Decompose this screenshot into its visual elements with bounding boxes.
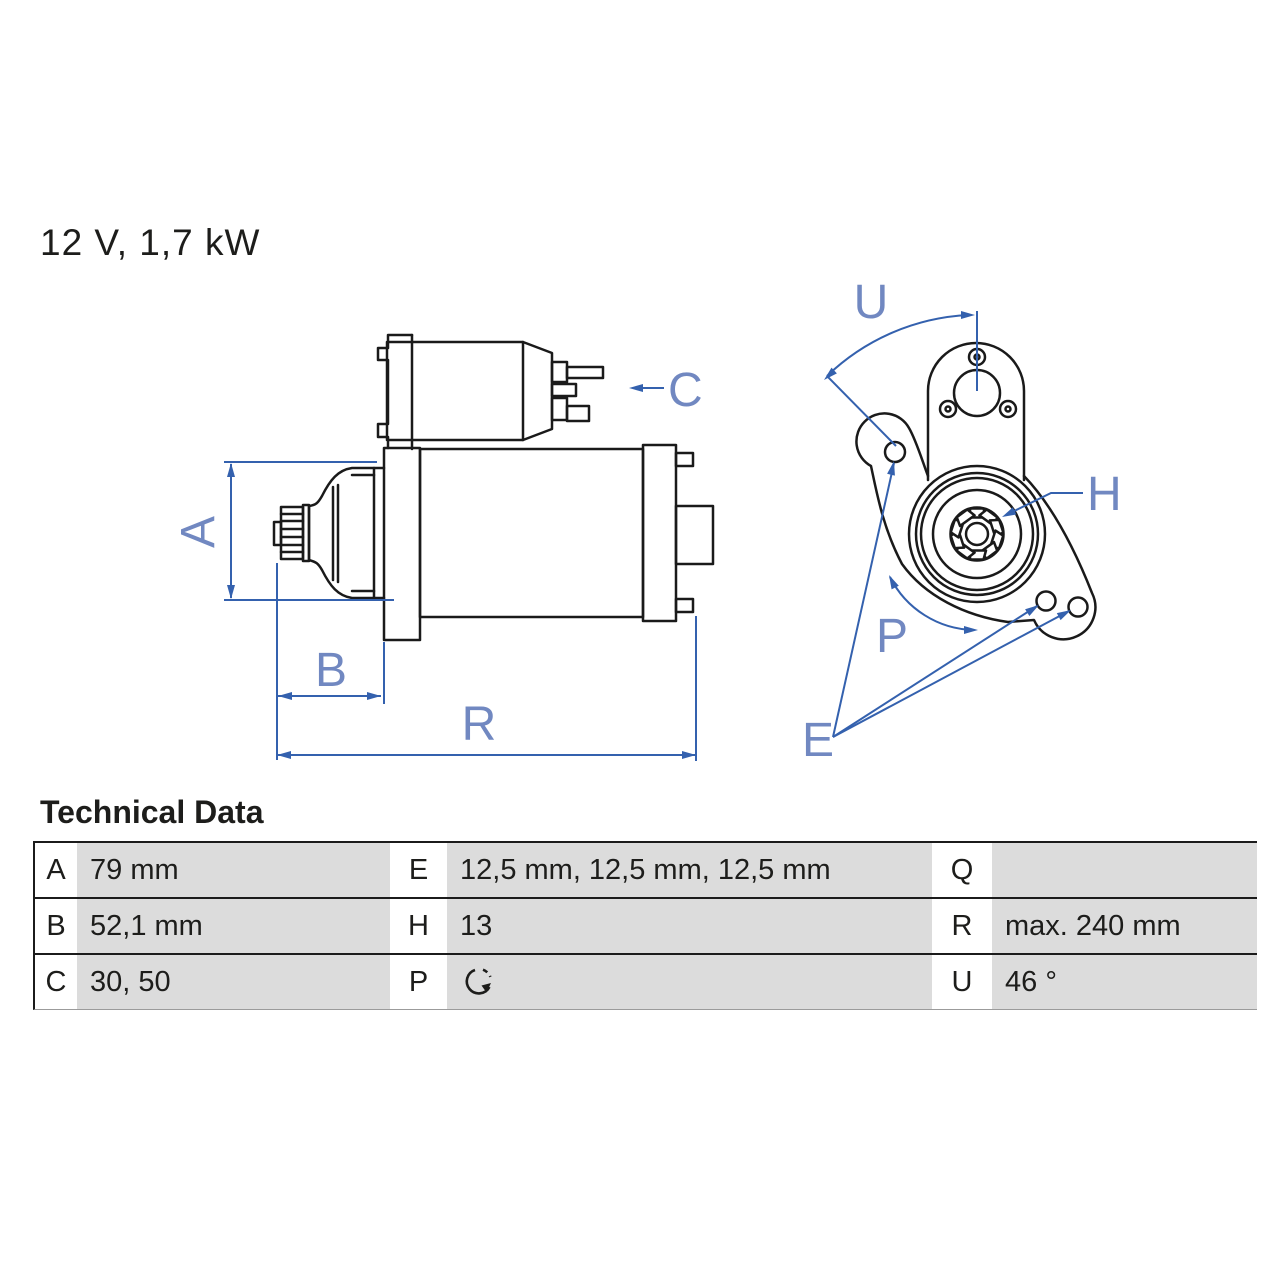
table-row: A 79 mm E 12,5 mm, 12,5 mm, 12,5 mm Q (35, 841, 1257, 897)
dimension-p: P (876, 575, 978, 663)
dimension-r: R (277, 616, 697, 761)
dimension-c: C (629, 364, 703, 417)
motor-body (418, 443, 715, 623)
table-key-r: R (932, 899, 992, 953)
rotation-direction-icon (465, 968, 492, 995)
technical-data-heading: Technical Data (40, 794, 264, 830)
page-title: 12 V, 1,7 kW (40, 222, 261, 263)
pinion-side (272, 503, 311, 563)
table-key-h: H (390, 899, 447, 953)
table-value-c: 30, 50 (77, 955, 390, 1009)
table-value-r: max. 240 mm (992, 899, 1257, 953)
dim-label-r: R (462, 698, 497, 751)
table-value-h: 13 (447, 899, 932, 953)
table-value-a: 79 mm (77, 843, 390, 897)
table-value-e: 12,5 mm, 12,5 mm, 12,5 mm (447, 843, 932, 897)
table-key-c: C (35, 955, 77, 1009)
dimension-b: B (276, 563, 385, 760)
side-view-drawing: A B R C (172, 333, 715, 761)
dimension-h: H (1002, 468, 1122, 521)
drive-end-bell (307, 466, 386, 600)
front-view-drawing: U H P E (802, 276, 1122, 767)
dim-label-e: E (802, 714, 834, 767)
table-value-u: 46 ° (992, 955, 1257, 1009)
dimension-u: U (824, 276, 978, 447)
dimension-e: E (802, 461, 1071, 767)
gear-teeth (948, 506, 1006, 562)
dim-label-p: P (876, 610, 908, 663)
table-row: C 30, 50 P U 46 ° (35, 953, 1257, 1009)
pinion-front (907, 464, 1047, 604)
dim-label-h: H (1087, 468, 1122, 521)
dim-label-a: A (172, 516, 225, 548)
table-key-p: P (390, 955, 447, 1009)
technical-data-table: A 79 mm E 12,5 mm, 12,5 mm, 12,5 mm Q B … (33, 841, 1257, 1010)
table-key-u: U (932, 955, 992, 1009)
table-row: B 52,1 mm H 13 R max. 240 mm (35, 897, 1257, 953)
table-value-b: 52,1 mm (77, 899, 390, 953)
dimension-a: A (172, 461, 394, 601)
solenoid (385, 340, 605, 442)
table-key-a: A (35, 843, 77, 897)
table-key-e: E (390, 843, 447, 897)
dim-label-b: B (315, 644, 347, 697)
dim-label-u: U (854, 276, 889, 329)
table-key-q: Q (932, 843, 992, 897)
table-value-p (447, 955, 932, 1009)
table-value-q (992, 843, 1257, 897)
mounting-flange (376, 333, 422, 642)
table-key-b: B (35, 899, 77, 953)
dim-label-c: C (668, 364, 703, 417)
